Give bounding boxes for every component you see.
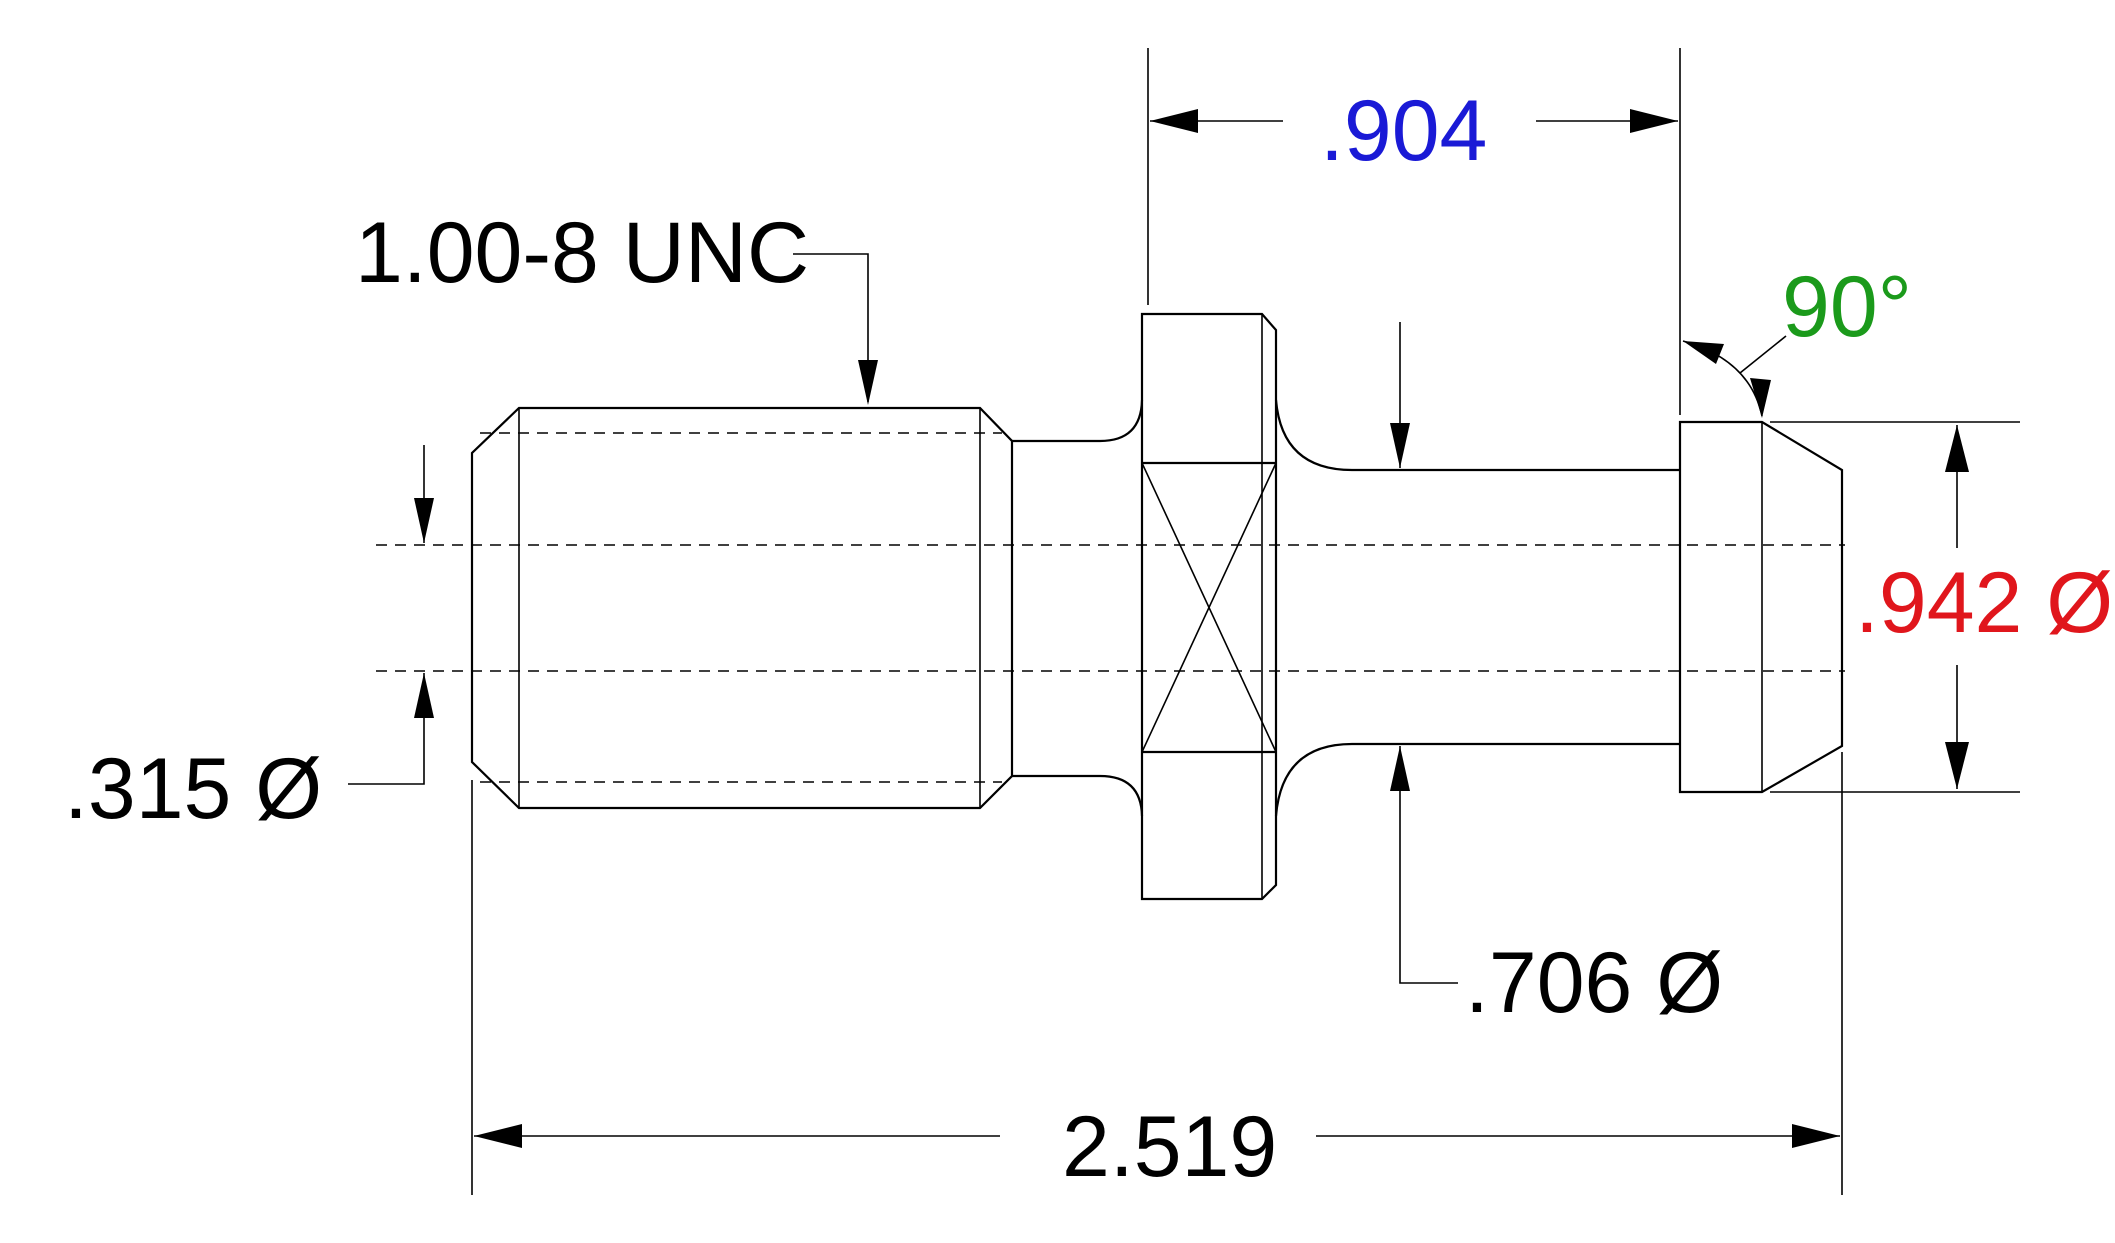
head-diameter-label: .942 Ø: [1855, 555, 2113, 651]
bore-diameter-label: .315 Ø: [64, 741, 322, 837]
head-diameter-dimension: .942 Ø: [1770, 421, 2113, 793]
flange: [1140, 312, 1278, 901]
thread-spec-callout: 1.00-8 UNC: [355, 205, 878, 405]
head: [1678, 420, 1844, 794]
flange-to-head-dimension: .904: [1147, 48, 1681, 415]
neck-diameter-dimension: .706 Ø: [1390, 322, 1723, 1031]
neck-diameter-label: .706 Ø: [1465, 935, 1723, 1031]
thread-spec-label: 1.00-8 UNC: [355, 205, 809, 301]
thread-relief-neck: [1012, 399, 1144, 817]
angle-dimension: 90°: [1682, 259, 1912, 418]
threaded-shank: [470, 406, 1014, 810]
angle-label: 90°: [1782, 259, 1912, 355]
neck: [1274, 399, 1680, 817]
part-outline: [376, 312, 1845, 901]
bore-diameter-dimension: .315 Ø: [64, 445, 434, 837]
overall-length-label: 2.519: [1062, 1099, 1277, 1195]
overall-length-dimension: 2.519: [471, 752, 1843, 1195]
flange-to-head-label: .904: [1320, 83, 1487, 179]
